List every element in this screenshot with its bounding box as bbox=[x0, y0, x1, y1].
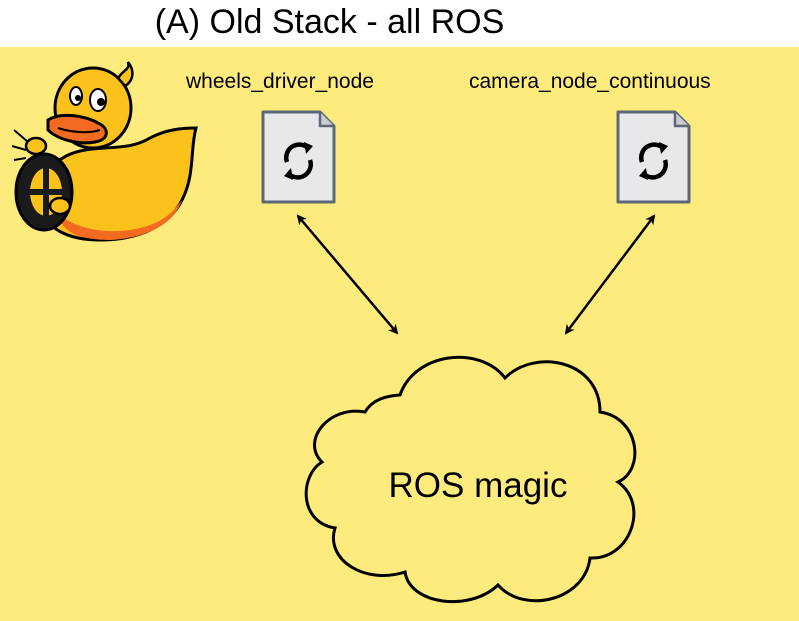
arrow-wheels-to-ros bbox=[296, 214, 399, 335]
cloud-label: ROS magic bbox=[388, 466, 568, 505]
node-camera-continuous bbox=[616, 110, 691, 204]
refresh-document-icon bbox=[616, 110, 691, 204]
refresh-document-icon bbox=[261, 110, 336, 204]
arrow-camera-to-ros bbox=[564, 214, 656, 335]
diagram-title: (A) Old Stack - all ROS bbox=[154, 3, 505, 41]
node-label-wheels-driver: wheels_driver_node bbox=[186, 70, 374, 93]
node-wheels-driver bbox=[261, 110, 336, 204]
node-label-camera-continuous: camera_node_continuous bbox=[469, 70, 711, 93]
duckie-driver-icon bbox=[11, 61, 198, 242]
ros-cloud-shape bbox=[304, 355, 637, 604]
